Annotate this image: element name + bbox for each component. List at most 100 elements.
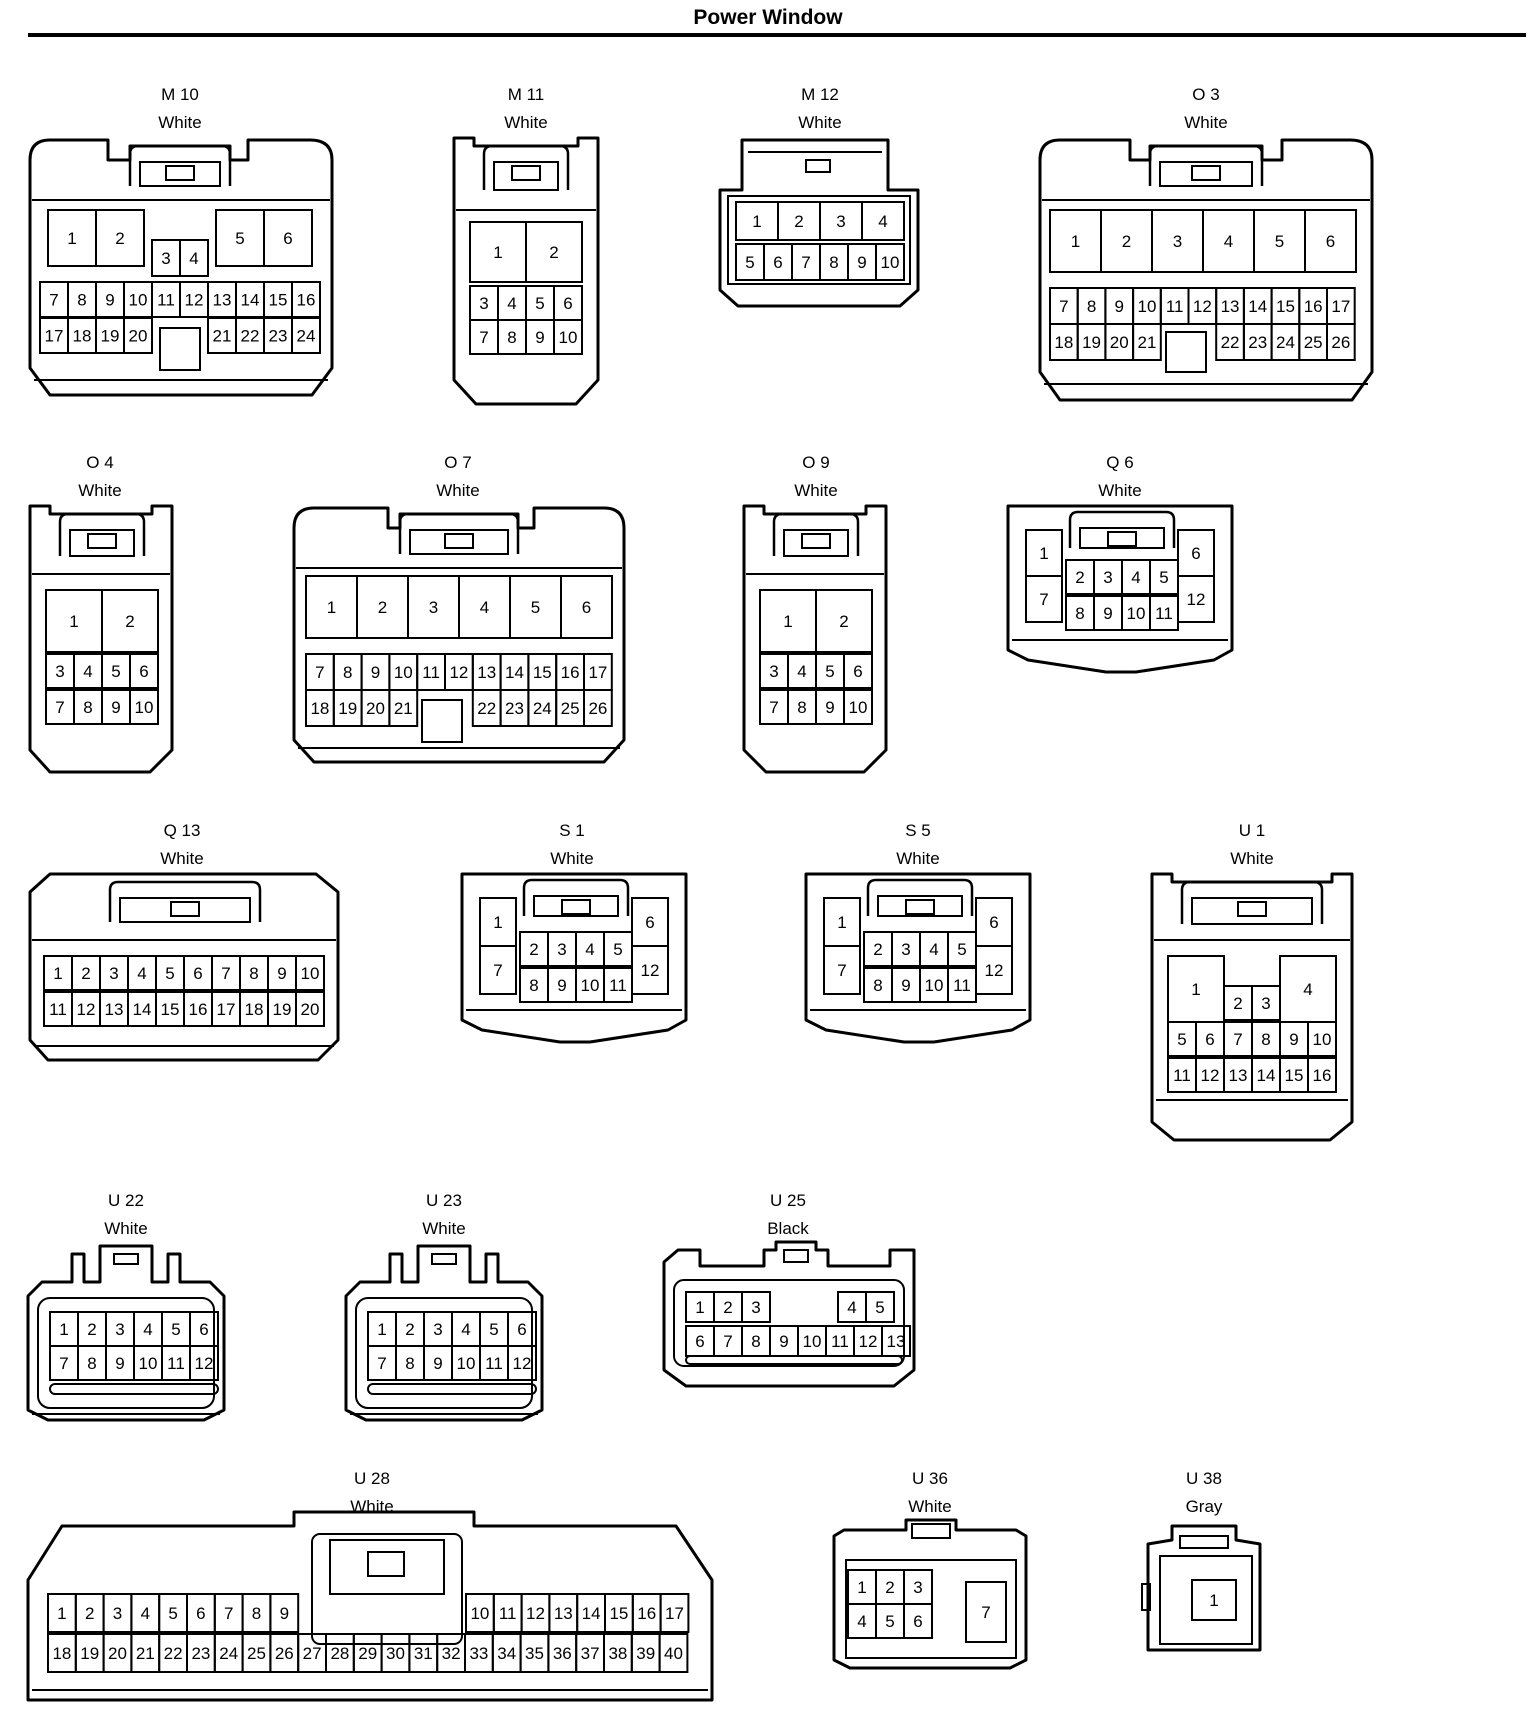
pin-number: 8 bbox=[797, 698, 806, 717]
pin-number: 8 bbox=[252, 1604, 261, 1623]
pin-number: 8 bbox=[405, 1354, 414, 1373]
connector-id: U 25 bbox=[770, 1191, 806, 1210]
pin-number: 6 bbox=[1205, 1030, 1214, 1049]
pin-number: 3 bbox=[901, 940, 910, 959]
pin-number: 5 bbox=[1177, 1030, 1186, 1049]
pin-number: 14 bbox=[1248, 297, 1267, 316]
pin-number: 6 bbox=[1326, 232, 1335, 251]
pin-number: 1 bbox=[1071, 232, 1080, 251]
pin-number: 36 bbox=[553, 1644, 572, 1663]
pin-number: 7 bbox=[224, 1604, 233, 1623]
pin-number: 2 bbox=[125, 612, 134, 631]
pin-number: 8 bbox=[1087, 297, 1096, 316]
pin-number: 2 bbox=[405, 1320, 414, 1339]
pin-number: 21 bbox=[394, 699, 413, 718]
pin-number: 13 bbox=[105, 1000, 124, 1019]
pin-number: 8 bbox=[873, 976, 882, 995]
pin-number: 3 bbox=[55, 662, 64, 681]
pin-number: 12 bbox=[195, 1354, 214, 1373]
connector-color: White bbox=[1098, 481, 1141, 500]
connector-color: Black bbox=[767, 1219, 809, 1238]
pin-number: 9 bbox=[371, 663, 380, 682]
pin-number: 7 bbox=[315, 663, 324, 682]
pin-number: 3 bbox=[115, 1320, 124, 1339]
pin-number: 6 bbox=[695, 1332, 704, 1351]
connector-id: S 1 bbox=[559, 821, 585, 840]
pin-number: 17 bbox=[665, 1604, 684, 1623]
pin-number: 1 bbox=[377, 1320, 386, 1339]
pin-number: 16 bbox=[561, 663, 580, 682]
pin-number: 7 bbox=[55, 698, 64, 717]
pin-number: 9 bbox=[1289, 1030, 1298, 1049]
pin-number: 7 bbox=[221, 964, 230, 983]
pin-number: 5 bbox=[168, 1604, 177, 1623]
pin-number: 12 bbox=[1187, 590, 1206, 609]
pin-number: 12 bbox=[859, 1332, 878, 1351]
pin-number: 2 bbox=[1233, 994, 1242, 1013]
pin-number: 7 bbox=[479, 328, 488, 347]
pin-number: 6 bbox=[645, 913, 654, 932]
pin-number: 3 bbox=[433, 1320, 442, 1339]
pin-number: 3 bbox=[1103, 568, 1112, 587]
pin-number: 5 bbox=[171, 1320, 180, 1339]
pin-number: 8 bbox=[507, 328, 516, 347]
pin-number: 5 bbox=[957, 940, 966, 959]
pin-number: 3 bbox=[1173, 232, 1182, 251]
pin-number: 9 bbox=[105, 291, 114, 310]
pin-number: 2 bbox=[1122, 232, 1131, 251]
pin-number: 30 bbox=[386, 1644, 405, 1663]
pin-number: 5 bbox=[885, 1612, 894, 1631]
pin-number: 24 bbox=[297, 327, 316, 346]
pin-number: 8 bbox=[83, 698, 92, 717]
pin-number: 23 bbox=[191, 1644, 210, 1663]
pin-number: 9 bbox=[557, 976, 566, 995]
pin-number: 10 bbox=[301, 964, 320, 983]
pin-number: 1 bbox=[59, 1320, 68, 1339]
page-title: Power Window bbox=[693, 6, 843, 29]
pin-number: 4 bbox=[1303, 980, 1312, 999]
pin-number: 11 bbox=[1166, 297, 1184, 316]
pin-number: 21 bbox=[213, 327, 232, 346]
connector-id: U 38 bbox=[1186, 1469, 1222, 1488]
pin-number: 17 bbox=[45, 327, 64, 346]
pin-number: 28 bbox=[330, 1644, 349, 1663]
pin-number: 8 bbox=[529, 976, 538, 995]
pin-number: 4 bbox=[1131, 568, 1140, 587]
pin-number: 4 bbox=[141, 1604, 150, 1623]
connector-color: Gray bbox=[1186, 1497, 1223, 1516]
pin-number: 9 bbox=[277, 964, 286, 983]
pin-number: 5 bbox=[489, 1320, 498, 1339]
pin-number: 18 bbox=[245, 1000, 264, 1019]
pin-number: 25 bbox=[247, 1644, 266, 1663]
pin-number: 12 bbox=[1193, 297, 1212, 316]
pin-number: 27 bbox=[303, 1644, 322, 1663]
connector-color: White bbox=[798, 113, 841, 132]
pin-number: 1 bbox=[327, 598, 336, 617]
pin-number: 6 bbox=[517, 1320, 526, 1339]
pin-number: 4 bbox=[480, 598, 489, 617]
pin-number: 8 bbox=[249, 964, 258, 983]
pin-number: 2 bbox=[85, 1604, 94, 1623]
pin-number: 6 bbox=[853, 662, 862, 681]
connector-id: M 11 bbox=[508, 85, 545, 104]
connector-color: White bbox=[78, 481, 121, 500]
pin-number: 3 bbox=[769, 662, 778, 681]
pin-number: 32 bbox=[442, 1644, 461, 1663]
pin-number: 19 bbox=[1082, 333, 1101, 352]
pin-number: 4 bbox=[137, 964, 146, 983]
pin-number: 6 bbox=[196, 1604, 205, 1623]
pin-number: 3 bbox=[429, 598, 438, 617]
pin-number: 17 bbox=[1331, 297, 1350, 316]
pin-number: 12 bbox=[77, 1000, 96, 1019]
pin-number: 8 bbox=[1261, 1030, 1270, 1049]
pin-number: 9 bbox=[779, 1332, 788, 1351]
connector-color: White bbox=[1230, 849, 1273, 868]
connector-color: White bbox=[908, 1497, 951, 1516]
pin-number: 25 bbox=[561, 699, 580, 718]
pin-number: 37 bbox=[581, 1644, 600, 1663]
